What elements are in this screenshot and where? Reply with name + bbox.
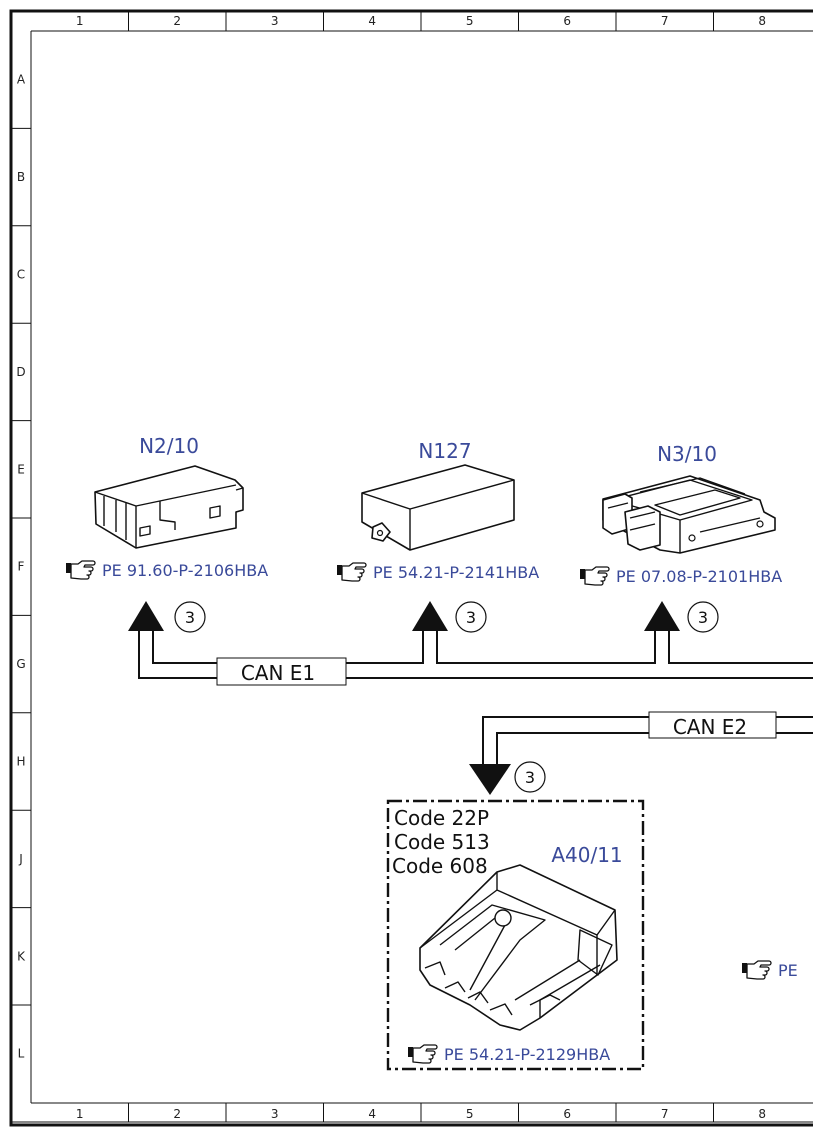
grid-row-label: L bbox=[18, 1047, 25, 1061]
pointing-hand-icon bbox=[336, 562, 367, 582]
offpage-reference[interactable]: PE bbox=[741, 960, 798, 980]
svg-text:3: 3 bbox=[466, 608, 476, 627]
svg-text:PE 54.21-P-2141HBA: PE 54.21-P-2141HBA bbox=[373, 563, 539, 582]
grid-column-label: 5 bbox=[466, 1107, 474, 1121]
grid-row-label: F bbox=[18, 560, 25, 574]
a40-11-reference[interactable]: PE 54.21-P-2129HBA bbox=[407, 1044, 610, 1064]
grid-row-label: A bbox=[17, 73, 26, 87]
a40-11-label: A40/11 bbox=[551, 843, 622, 867]
code-line-3: Code 608 bbox=[392, 854, 488, 878]
n127-device-illustration bbox=[361, 464, 515, 551]
grid-column-label: 6 bbox=[563, 14, 571, 28]
svg-text:PE 54.21-P-2129HBA: PE 54.21-P-2129HBA bbox=[444, 1045, 610, 1064]
grid-row-label: C bbox=[17, 268, 25, 282]
svg-text:PE 07.08-P-2101HBA: PE 07.08-P-2101HBA bbox=[616, 567, 782, 586]
sheet-frame bbox=[9, 9, 813, 1127]
can-e1-wires bbox=[138, 628, 813, 679]
grid-column-label: 1 bbox=[76, 14, 84, 28]
can-e1-label: CAN E1 bbox=[216, 657, 347, 686]
n3-10-reference[interactable]: PE 07.08-P-2101HBA bbox=[579, 566, 782, 586]
a40-11-box: A40/11 Code 22P Code 513 Code 608 PE 54.… bbox=[386, 799, 645, 1071]
grid-column-label: 7 bbox=[661, 14, 669, 28]
n127-circle-number: 3 bbox=[455, 601, 487, 633]
pointing-hand-icon bbox=[407, 1044, 438, 1064]
n2-10-arrow bbox=[128, 601, 164, 631]
code-line-1: Code 22P bbox=[394, 806, 489, 830]
n2-10-circle-number: 3 bbox=[174, 601, 206, 633]
n2-10-label: N2/10 bbox=[139, 434, 199, 458]
n3-10-device-illustration bbox=[602, 475, 776, 554]
code-line-2: Code 513 bbox=[394, 830, 490, 854]
n127-arrow bbox=[412, 601, 448, 631]
grid-column-label: 8 bbox=[758, 14, 766, 28]
n127-label: N127 bbox=[418, 439, 471, 463]
grid-column-label: 3 bbox=[271, 14, 279, 28]
n2-10-reference[interactable]: PE 91.60-P-2106HBA bbox=[65, 560, 268, 580]
svg-text:PE 91.60-P-2106HBA: PE 91.60-P-2106HBA bbox=[102, 561, 268, 580]
grid-row-label: B bbox=[17, 170, 25, 184]
grid-row-label: K bbox=[17, 949, 26, 963]
grid-column-label: 4 bbox=[368, 14, 376, 28]
svg-text:CAN E1: CAN E1 bbox=[241, 661, 315, 685]
a40-11-circle-number: 3 bbox=[514, 761, 546, 793]
grid-column-label: 1 bbox=[76, 1107, 84, 1121]
a40-11-arrow bbox=[469, 764, 511, 795]
grid-row-ruler: A B C D E F G H J K L bbox=[12, 73, 31, 1061]
grid-column-ruler: 1 1 2 2 3 3 4 4 5 5 6 6 7 7 8 8 bbox=[76, 11, 766, 1122]
grid-column-label: 2 bbox=[173, 14, 181, 28]
grid-column-label: 4 bbox=[368, 1107, 376, 1121]
grid-row-label: E bbox=[17, 462, 25, 476]
grid-row-label: D bbox=[16, 365, 25, 379]
can-e2-label: CAN E2 bbox=[648, 711, 777, 739]
svg-text:CAN E2: CAN E2 bbox=[673, 715, 747, 739]
svg-text:3: 3 bbox=[525, 768, 535, 787]
n127-reference[interactable]: PE 54.21-P-2141HBA bbox=[336, 562, 539, 582]
grid-column-label: 5 bbox=[466, 14, 474, 28]
pointing-hand-icon bbox=[65, 560, 96, 580]
grid-row-label: G bbox=[16, 657, 25, 671]
svg-text:3: 3 bbox=[698, 608, 708, 627]
n2-10-device-illustration bbox=[94, 465, 244, 549]
a40-11-device-illustration bbox=[419, 864, 618, 1031]
svg-text:3: 3 bbox=[185, 608, 195, 627]
pointing-hand-icon bbox=[579, 566, 610, 586]
grid-column-label: 8 bbox=[758, 1107, 766, 1121]
n3-10-circle-number: 3 bbox=[687, 601, 719, 633]
grid-column-label: 7 bbox=[661, 1107, 669, 1121]
grid-column-label: 6 bbox=[563, 1107, 571, 1121]
n3-10-label: N3/10 bbox=[657, 442, 717, 466]
grid-row-label: H bbox=[16, 755, 25, 769]
grid-row-label: J bbox=[18, 852, 23, 866]
pointing-hand-icon bbox=[741, 960, 772, 980]
n3-10-arrow bbox=[644, 601, 680, 631]
can-e2-wires bbox=[482, 716, 813, 765]
svg-text:PE: PE bbox=[778, 961, 798, 980]
grid-column-label: 3 bbox=[271, 1107, 279, 1121]
grid-column-label: 2 bbox=[173, 1107, 181, 1121]
